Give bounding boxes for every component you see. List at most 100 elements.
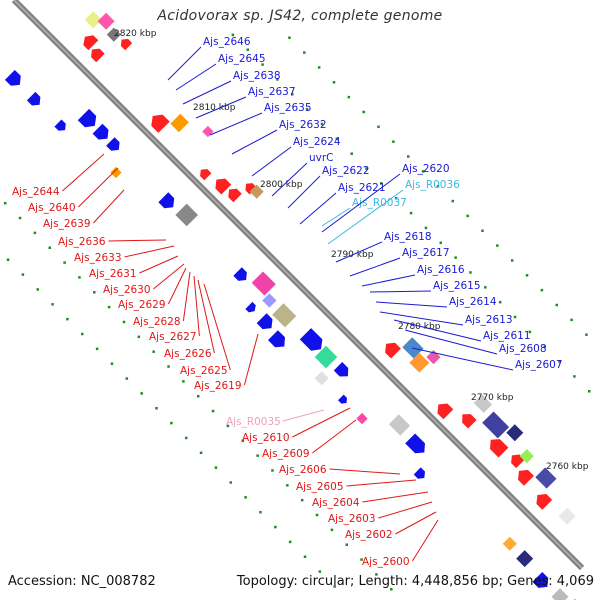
gene-label: Ajs_2636 xyxy=(58,236,106,248)
reverse-gene xyxy=(518,469,534,486)
leader-line xyxy=(299,192,337,225)
forward-gene xyxy=(405,433,425,454)
reverse-gene xyxy=(535,467,557,489)
leader-line xyxy=(346,479,417,487)
tick-mark xyxy=(451,199,455,203)
reverse-gene xyxy=(482,411,510,439)
leader-line xyxy=(378,501,433,519)
leader-line xyxy=(379,311,464,326)
forward-gene xyxy=(158,192,175,209)
reverse-gene xyxy=(462,414,477,429)
scale-label: 2780 kbp xyxy=(398,322,441,332)
tick-mark xyxy=(375,573,378,576)
tick-mark xyxy=(424,226,428,230)
tick-mark xyxy=(36,288,39,291)
gene-label: Ajs_2633 xyxy=(74,252,122,264)
gene-label: Ajs_2625 xyxy=(180,365,228,377)
tick-mark xyxy=(318,570,322,573)
tick-mark xyxy=(261,63,264,66)
tick-mark xyxy=(585,333,588,336)
tick-mark xyxy=(21,273,25,276)
leader-line xyxy=(282,409,325,422)
gene-label: Ajs_2637 xyxy=(248,86,296,98)
tick-mark xyxy=(466,214,469,218)
tick-mark xyxy=(484,286,487,289)
map-title: Acidovorax sp. JS42, complete genome xyxy=(157,8,443,24)
tick-mark xyxy=(259,510,262,514)
tick-mark xyxy=(226,424,230,428)
tick-mark xyxy=(276,78,279,81)
tick-mark xyxy=(51,303,54,306)
tick-mark xyxy=(315,513,319,517)
gene-label: Ajs_2609 xyxy=(262,448,310,460)
leader-line xyxy=(195,96,247,119)
forward-gene xyxy=(77,108,97,128)
gene-label: Ajs_2615 xyxy=(433,280,481,292)
leader-line xyxy=(321,207,351,227)
forward-gene xyxy=(338,394,347,404)
scale-label: 2770 kbp xyxy=(471,393,514,403)
forward-gene xyxy=(256,313,273,330)
tick-mark xyxy=(184,436,188,440)
forward-gene xyxy=(4,70,21,86)
tick-mark xyxy=(214,466,218,469)
tick-mark xyxy=(107,305,111,309)
tick-mark xyxy=(95,347,99,351)
tick-mark xyxy=(140,392,143,395)
reverse-gene xyxy=(519,449,534,464)
tick-mark xyxy=(335,137,339,141)
gene-label: Ajs_2632 xyxy=(279,119,327,131)
gene-label: Ajs_2603 xyxy=(328,513,376,525)
forward-gene xyxy=(388,414,411,436)
tick-mark xyxy=(231,33,235,37)
tick-mark xyxy=(300,498,304,502)
reverse-gene xyxy=(84,11,102,29)
tick-mark xyxy=(513,315,517,319)
gene-label: Ajs_2600 xyxy=(362,556,410,568)
tick-mark xyxy=(390,588,393,591)
reverse-gene xyxy=(120,38,133,51)
tick-mark xyxy=(167,365,170,368)
reverse-gene xyxy=(490,439,509,458)
gene-label: Ajs_2606 xyxy=(279,464,327,476)
tick-mark xyxy=(510,259,514,262)
leader-line xyxy=(139,255,179,274)
reverse-gene xyxy=(385,342,401,359)
forward-gene xyxy=(251,271,276,296)
genome-backbone-highlight xyxy=(13,0,583,569)
tick-mark xyxy=(333,585,336,588)
reverse-gene xyxy=(228,188,242,203)
tick-mark xyxy=(110,362,114,365)
tick-mark xyxy=(229,481,233,484)
leader-line xyxy=(209,112,263,136)
gene-label: Ajs_2618 xyxy=(384,231,432,243)
tick-mark xyxy=(380,182,383,185)
gene-label: Ajs_2627 xyxy=(149,331,197,343)
tick-mark xyxy=(122,320,126,324)
tick-mark xyxy=(496,244,499,247)
tick-mark xyxy=(481,229,484,233)
tick-mark xyxy=(558,360,561,363)
tick-mark xyxy=(303,51,306,54)
tick-mark xyxy=(291,93,294,96)
leader-line xyxy=(78,167,119,208)
gene-label: Ajs_2617 xyxy=(402,247,450,259)
leader-line xyxy=(153,263,185,290)
tick-mark xyxy=(48,246,51,249)
tick-mark xyxy=(66,317,69,321)
tick-mark xyxy=(137,335,141,339)
forward-gene xyxy=(356,412,368,425)
tick-mark xyxy=(286,484,289,487)
gene-label: Ajs_2635 xyxy=(264,102,312,114)
tick-mark xyxy=(288,540,292,544)
gene-label: Ajs_2614 xyxy=(449,296,497,308)
tick-mark xyxy=(246,48,249,51)
reverse-gene xyxy=(249,184,264,199)
reverse-gene xyxy=(83,35,99,51)
forward-gene xyxy=(92,123,109,140)
leader-line xyxy=(182,271,191,322)
forward-gene xyxy=(299,328,323,351)
leader-line xyxy=(124,245,175,258)
tick-mark xyxy=(305,107,309,111)
